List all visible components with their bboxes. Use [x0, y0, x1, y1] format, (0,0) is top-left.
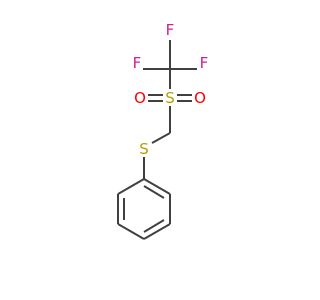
atom-o-right: O: [194, 89, 206, 107]
atom-s-thio: S: [139, 140, 149, 158]
benzene-ring: [117, 178, 171, 240]
ring-bond-1: [143, 178, 171, 195]
ring-bond-6: [117, 178, 145, 195]
atom-s-sulfonyl: S: [165, 89, 175, 107]
atom-f-top: F: [166, 21, 175, 39]
ring-bond-3: [143, 223, 171, 240]
atom-f-right: F: [200, 54, 209, 72]
ring-inner-bond-1: [143, 185, 165, 199]
ring-bond-4: [117, 223, 145, 240]
bonds: [117, 40, 197, 240]
molecule-structure: F F F O S O S: [117, 21, 209, 240]
atom-f-left: F: [133, 54, 142, 72]
atom-labels: F F F O S O S: [133, 21, 209, 158]
atom-o-left: O: [134, 89, 146, 107]
ring-inner-bond-2: [143, 219, 165, 233]
bond-ch2-s-thio: [151, 132, 171, 144]
